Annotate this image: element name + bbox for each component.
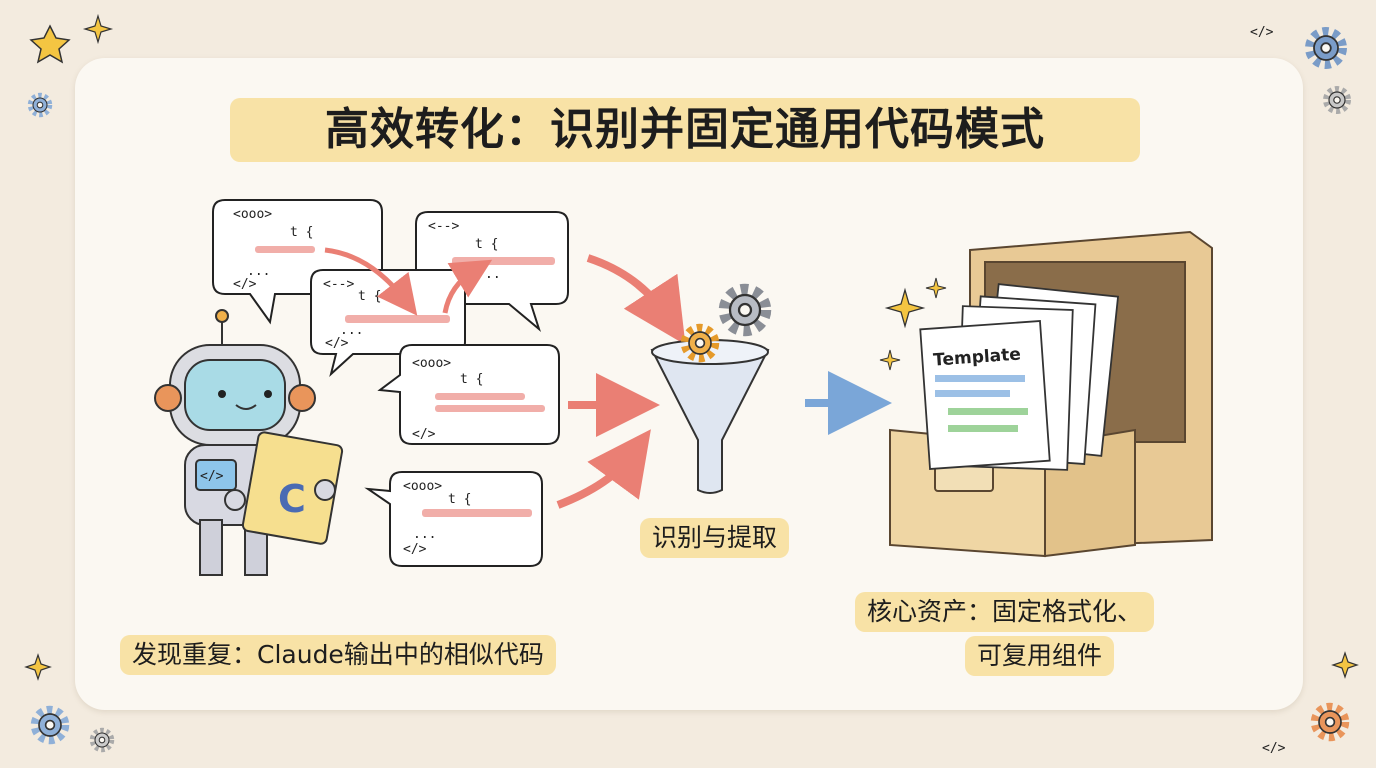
gear-icon (1326, 89, 1348, 111)
code-tag: <ooo> (412, 356, 451, 371)
code-tag: </> (233, 277, 257, 292)
sparkle-icon (24, 653, 52, 681)
code-tag: <ooo> (233, 207, 272, 222)
arrow (324, 247, 418, 316)
page-title: 高效转化：识别并固定通用代码模式 (230, 98, 1140, 162)
robot-mascot (154, 309, 344, 576)
gear-icon (724, 289, 766, 331)
code-line: t { (460, 372, 483, 387)
gear-icon (92, 730, 112, 750)
sparkle-icon (1331, 651, 1359, 679)
sparkle-icon (82, 13, 114, 45)
template-lines (935, 375, 1028, 432)
gear-icon (35, 710, 66, 741)
code-tag: </> (325, 336, 349, 351)
code-tag: </> (403, 542, 427, 557)
caption-right-line1: 核心资产：固定格式化、 (855, 592, 1155, 632)
code-line: .. (485, 267, 501, 282)
notebook-letter: C (278, 477, 306, 521)
robot-screen-text: </> (200, 469, 224, 484)
code-tag: <ooo> (403, 479, 442, 494)
code-bubble (364, 471, 543, 567)
code-line: ... (413, 527, 436, 542)
code-tag-icon: </> (1250, 25, 1274, 40)
arrow (442, 259, 493, 314)
code-line: t { (290, 225, 313, 240)
code-tag: </> (412, 427, 436, 442)
code-line: ... (247, 264, 270, 279)
caption-left: 发现重复：Claude输出中的相似代码 (120, 635, 556, 675)
highlighted-code (435, 393, 525, 400)
code-line: ... (340, 323, 363, 338)
arrow (556, 429, 651, 509)
code-line: t { (448, 492, 471, 507)
highlighted-code (255, 246, 315, 253)
gear-icon (1315, 707, 1346, 738)
gear-icon (1309, 31, 1343, 65)
sparkle-icon (884, 287, 926, 329)
arrow (586, 254, 686, 345)
star-icon (29, 24, 71, 64)
highlighted-code (345, 315, 450, 323)
code-line: t { (475, 237, 498, 252)
funnel-icon (650, 339, 770, 494)
highlighted-code (452, 257, 555, 265)
highlighted-code (435, 405, 545, 412)
code-tag: <--> (428, 219, 459, 234)
code-tag-icon: </> (1262, 741, 1286, 756)
caption-right-line2: 可复用组件 (965, 636, 1115, 676)
sparkle-icon (879, 349, 901, 371)
sparkle-icon (925, 277, 947, 299)
gear-icon (30, 95, 50, 115)
code-line: t { (358, 289, 381, 304)
highlighted-code (422, 509, 532, 517)
caption-middle: 识别与提取 (640, 518, 790, 558)
code-tag: <--> (323, 277, 354, 292)
